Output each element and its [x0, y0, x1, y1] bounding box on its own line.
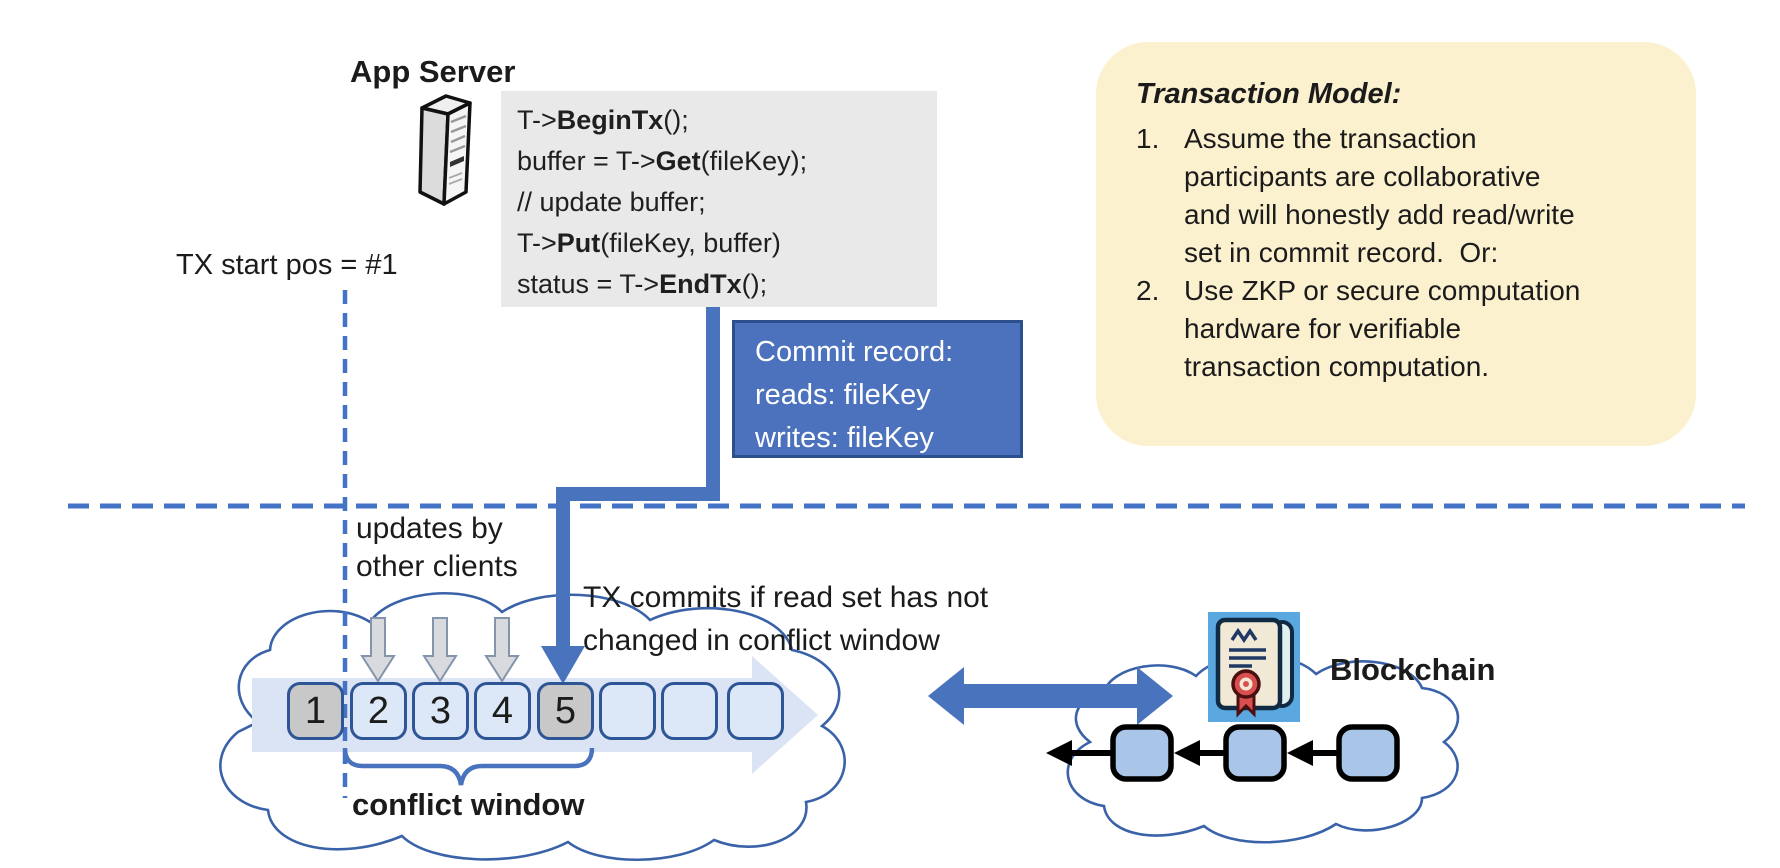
code-line: T->BeginTx(); [517, 105, 689, 135]
timeline-slot-1: 1 [287, 682, 344, 740]
list-text: Use ZKP or secure computation hardware f… [1184, 275, 1581, 382]
code-line: status = T->EndTx(); [517, 269, 768, 299]
tx-start-pos-label: TX start pos = #1 [176, 249, 398, 281]
transaction-model-note: Transaction Model: 1. Assume the transac… [1096, 42, 1696, 446]
block [1336, 724, 1400, 782]
server-tower-icon [418, 94, 472, 206]
transaction-model-title: Transaction Model: [1136, 78, 1402, 110]
block [1223, 724, 1287, 782]
conflict-window-label: conflict window [352, 787, 585, 822]
update-arrow [360, 617, 396, 683]
timeline-slot-6 [599, 682, 656, 740]
transaction-model-item: 1. Assume the transaction participants a… [1136, 120, 1668, 272]
transaction-model-item: 2. Use ZKP or secure computation hardwar… [1136, 272, 1668, 386]
commit-record-line: writes: fileKey [755, 422, 934, 454]
commit-record-line: reads: fileKey [755, 379, 931, 411]
blockchain-label: Blockchain [1330, 652, 1496, 687]
timeline-slot-8 [727, 682, 784, 740]
transaction-code-block: T->BeginTx(); buffer = T->Get(fileKey); … [501, 91, 937, 307]
sealed-document-icon [1208, 612, 1300, 722]
list-number: 2. [1136, 275, 1160, 306]
list-text: Assume the transaction participants are … [1184, 123, 1575, 268]
sync-double-arrow [928, 667, 1173, 725]
tx-commits-note-label: TX commits if read set has not changed i… [583, 581, 989, 657]
code-line: buffer = T->Get(fileKey); [517, 146, 808, 176]
code-line: T->Put(fileKey, buffer) [517, 228, 781, 258]
update-arrow [422, 617, 458, 683]
commit-record-box: Commit record: reads: fileKey writes: fi… [732, 320, 1023, 458]
updates-by-other-clients-label: updates by other clients [356, 512, 518, 583]
conflict-window-bracket [342, 747, 595, 786]
list-number: 1. [1136, 123, 1160, 154]
app-server-title: App Server [350, 54, 516, 89]
timeline-slot-2: 2 [350, 682, 407, 740]
timeline-slot-4: 4 [474, 682, 531, 740]
commit-arrow-head [541, 646, 585, 684]
chain-links [1046, 740, 1339, 766]
commit-record-line: Commit record: [755, 336, 954, 368]
timeline-slot-7 [661, 682, 718, 740]
timeline-slot-3: 3 [412, 682, 469, 740]
code-line: // update buffer; [517, 187, 706, 217]
commit-arrow-elbow [556, 306, 720, 648]
timeline-slot-5: 5 [537, 682, 594, 740]
update-arrow [484, 617, 520, 683]
block [1110, 724, 1174, 782]
